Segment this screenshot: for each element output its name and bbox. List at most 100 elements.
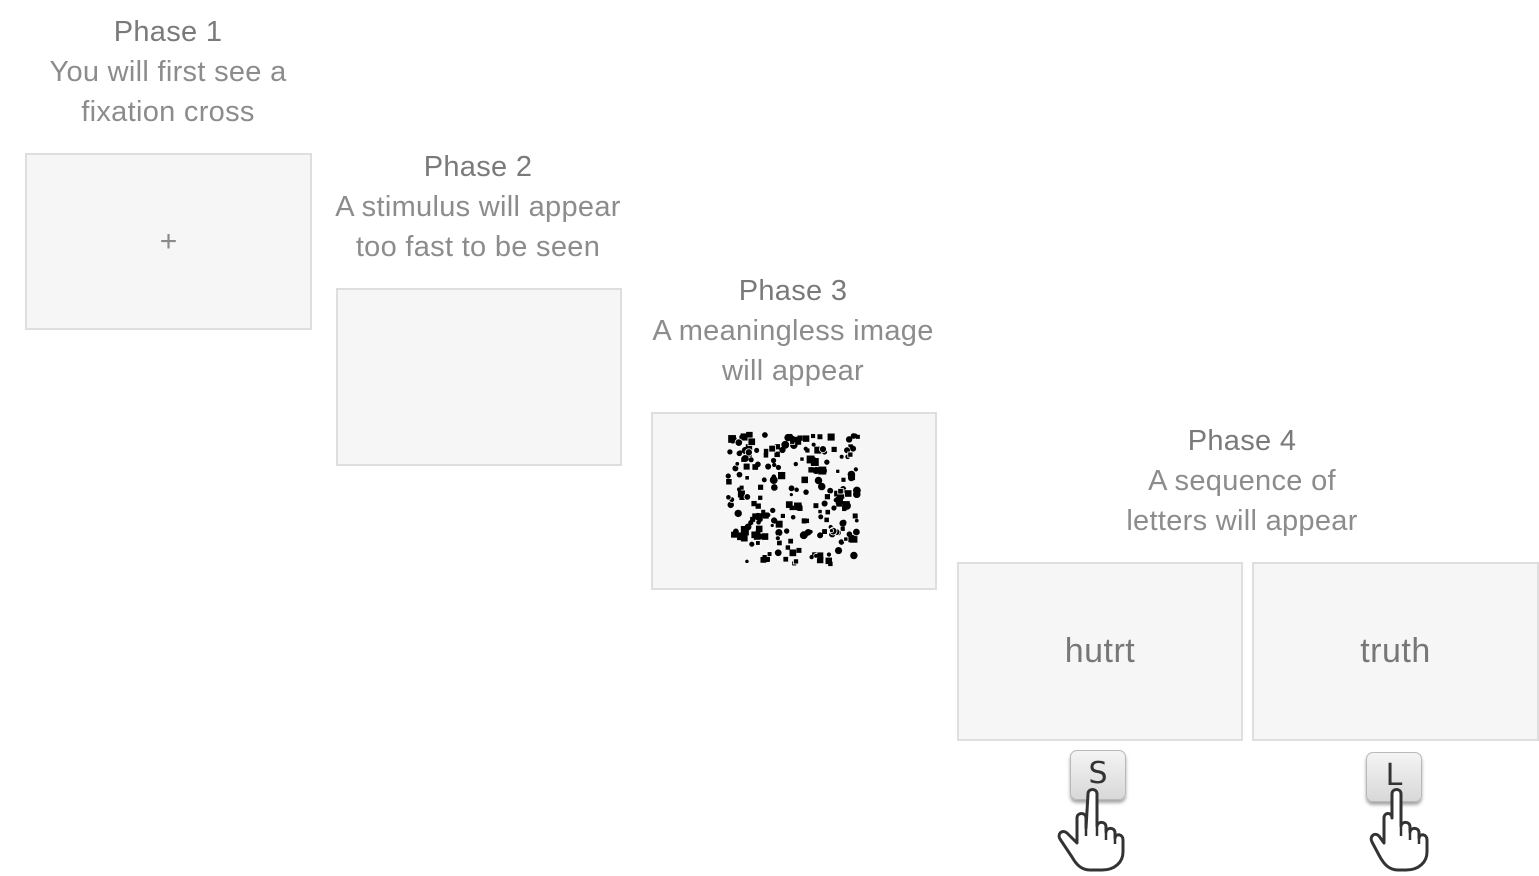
mask-dot — [808, 467, 814, 473]
mask-dot — [761, 432, 768, 438]
mask-dot — [769, 523, 775, 528]
mask-dot — [804, 518, 810, 524]
mask-dot — [788, 485, 795, 492]
mask-dot — [755, 540, 761, 546]
phase2-line1: A stimulus will appear — [335, 191, 621, 223]
fixation-cross: + — [159, 224, 178, 258]
mask-dot — [746, 431, 753, 439]
phase1-line1: You will first see a — [49, 56, 287, 88]
mask-dot — [811, 442, 816, 447]
mask-dot — [803, 446, 808, 451]
mask-dot — [727, 449, 733, 455]
mask-dot — [775, 529, 783, 537]
mask-dot — [731, 531, 738, 538]
mask-dot — [755, 503, 761, 509]
mask-dot — [757, 517, 763, 522]
mask-dot — [789, 549, 797, 557]
mask-dot — [769, 476, 778, 485]
mask-dot — [814, 446, 822, 454]
mask-dot — [751, 500, 757, 507]
mask-dot — [839, 454, 844, 459]
phase1-screen: + — [25, 153, 312, 330]
mask-dot — [834, 546, 843, 555]
mask-dot — [755, 525, 763, 533]
mask-dot — [826, 486, 835, 495]
mask-dot — [816, 556, 824, 564]
mask-dot — [818, 466, 827, 475]
mask-dot — [847, 451, 854, 458]
mask-dot — [775, 520, 783, 528]
phase2-line2: too fast to be seen — [355, 231, 601, 263]
mask-dot — [806, 455, 815, 464]
mask-dot — [809, 554, 814, 560]
mask-dot — [843, 536, 849, 542]
mask-dot — [799, 456, 805, 462]
mask-dot — [732, 465, 739, 472]
mask-dot — [837, 488, 844, 495]
mask-dot — [824, 459, 830, 465]
mask-dot — [811, 433, 816, 439]
mask-dot — [826, 552, 832, 557]
mask-dot — [817, 509, 823, 515]
mask-dot — [736, 471, 743, 478]
mask-dot — [845, 435, 854, 444]
mask-dot — [743, 463, 750, 470]
mask-dot — [747, 437, 756, 446]
phase3-line1: A meaningless image — [652, 315, 934, 347]
mask-dot — [850, 551, 858, 560]
phase4-title: Phase 4 — [1187, 425, 1297, 457]
mask-dot — [801, 476, 808, 484]
mask-dot — [793, 558, 799, 565]
mask-dot — [725, 494, 732, 501]
mask-dot — [852, 486, 861, 495]
l-key[interactable]: L — [1366, 752, 1422, 802]
mask-dot — [847, 474, 855, 482]
mask-dot — [760, 556, 767, 563]
mask-dot — [834, 490, 840, 497]
mask-dot — [765, 463, 772, 470]
mask-dot — [836, 493, 844, 501]
mask-dot — [825, 509, 831, 515]
mask-dot — [838, 539, 845, 545]
mask-dot — [835, 468, 841, 474]
mask-dot — [850, 445, 857, 452]
mask-dot — [737, 532, 745, 541]
mask-dot — [818, 514, 824, 520]
mask-dot — [750, 516, 756, 522]
mask-dot — [779, 513, 786, 519]
mask-dot — [817, 434, 823, 440]
mask-dot — [744, 448, 753, 457]
mask-dot — [774, 549, 782, 557]
mask-dot — [743, 493, 752, 501]
phase2-screen — [336, 288, 622, 466]
mask-dot — [761, 477, 767, 483]
mask-dot — [777, 540, 782, 546]
mask-dot — [770, 517, 778, 524]
mask-dot — [802, 435, 810, 442]
phase1-title: Phase 1 — [113, 16, 223, 48]
mask-dot — [840, 476, 847, 483]
mask-dot — [762, 512, 769, 519]
mask-dot — [774, 451, 780, 458]
mask-dot — [770, 507, 776, 514]
phase4-left-screen: hutrt — [957, 562, 1243, 741]
mask-dot — [817, 552, 824, 559]
word-stimulus: truth — [1360, 632, 1431, 670]
mask-dot — [777, 471, 786, 480]
mask-dot — [766, 551, 773, 557]
mask-dot — [822, 529, 827, 535]
phase1-caption: Phase 1 You will first see a fixation cr… — [20, 12, 316, 132]
mask-dot — [740, 433, 748, 441]
mask-dot — [758, 495, 763, 500]
mask-dot — [752, 513, 757, 518]
mask-dot — [763, 448, 769, 454]
mask-dot — [770, 457, 777, 464]
mask-dot — [825, 557, 832, 565]
mask-dot — [852, 527, 861, 537]
mask-dot — [844, 489, 853, 498]
mask-dot — [744, 475, 750, 481]
mask-dot — [725, 473, 731, 479]
mask-dot — [796, 547, 802, 553]
mask-dot — [741, 454, 749, 463]
mask-dot — [839, 519, 847, 527]
